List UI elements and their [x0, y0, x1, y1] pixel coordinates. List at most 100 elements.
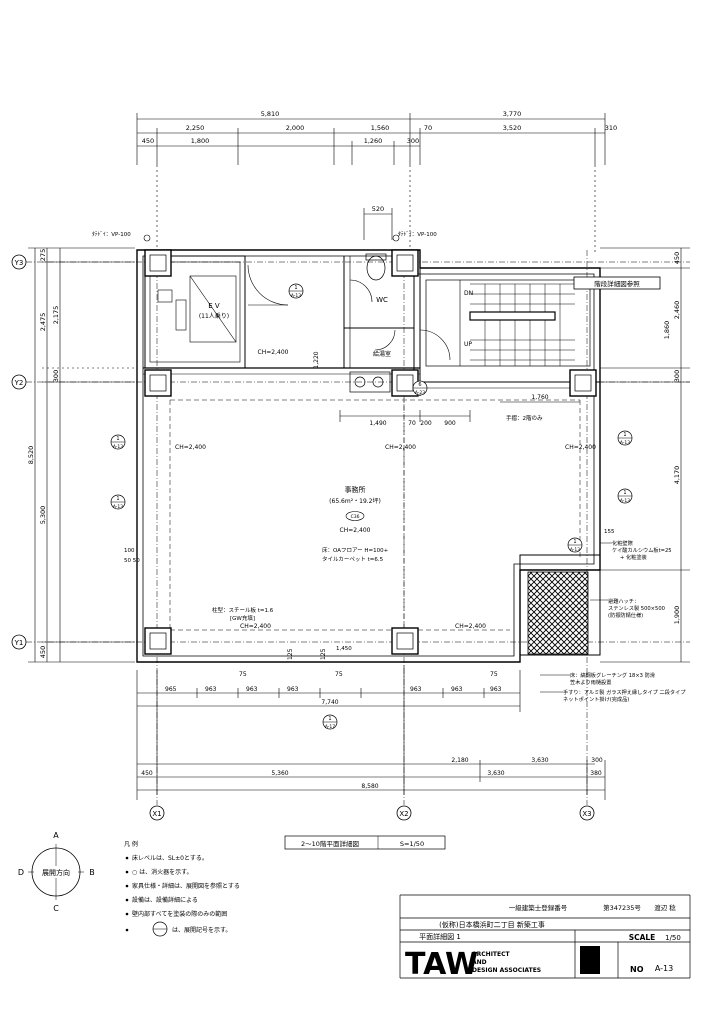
office-ch: CH=2,400	[340, 527, 371, 534]
logo-text: TAW	[405, 947, 478, 982]
dim-mid-3: 200	[420, 420, 432, 427]
right-note-2: ケイ酸カルシウム板t=25	[612, 546, 672, 554]
dim-left-c: 2,175	[52, 306, 60, 325]
dim-right-e: 4,170	[673, 466, 681, 485]
dim-left-f: 450	[39, 646, 47, 658]
wc-label: WC	[376, 296, 388, 304]
right-note-5: ステンレス製 500×500	[608, 604, 665, 612]
section-marker-1: 1 A-13	[288, 283, 304, 299]
door-swings	[247, 264, 451, 361]
dim-520: 520	[372, 205, 384, 213]
pipe-label-1: ﾀﾃﾄﾞｲ：VP-100	[92, 231, 131, 238]
grid-col-lines	[156, 250, 588, 805]
dim-top-2: 3,770	[503, 110, 522, 118]
ch-ev-hall: CH=2,400	[258, 349, 289, 356]
right-dimensions	[600, 247, 690, 663]
dim-1220: 1,220	[313, 351, 320, 368]
bottom-note-2: 笠木より雨樋設置	[570, 678, 611, 686]
title-block	[399, 894, 691, 979]
right-note-4: 避難ハッチ：	[608, 597, 639, 605]
dim-left-total: 8,520	[27, 446, 35, 465]
dim-top2-6: 310	[605, 124, 617, 132]
grid-x1: X1	[152, 810, 161, 818]
office-tag: C36	[351, 514, 360, 520]
dim-top3-4: 300	[407, 137, 419, 145]
dim-left-a: 2,475	[39, 313, 47, 332]
dim-1760: 1,760	[531, 394, 548, 401]
floor-finish-1: 床：OAフロアー H=100+	[322, 546, 389, 554]
firm-line-3: DESIGN ASSOCIATES	[472, 967, 541, 974]
dim-75-a: 75	[239, 671, 247, 678]
drawing-number: A-13	[655, 964, 673, 973]
ch-label-5: CH=2,400	[455, 623, 486, 630]
grid-y2: Y2	[14, 379, 24, 387]
drawing-name: 平面詳細図 1	[419, 932, 461, 941]
svg-text:A-13: A-13	[113, 504, 123, 510]
dim-top3-3: 1,260	[364, 137, 383, 145]
dim-left-e: 275	[39, 249, 47, 261]
dim-right-b: 2,460	[673, 301, 681, 320]
compass: A B C D 展開方向	[18, 831, 95, 913]
legend-item-5: 壁内部すべてを塗装の際のみの範囲	[132, 910, 227, 918]
bottom-dimensions	[136, 665, 606, 800]
compass-d: D	[18, 868, 24, 877]
dim-top2-3: 1,560	[371, 124, 390, 132]
top-dimensions	[136, 113, 606, 255]
legend-item-4: 設備は、設備詳細による	[132, 896, 198, 904]
bottom-note-4: ネットポイント掛け(完成品)	[563, 695, 629, 703]
stair-note-box	[573, 276, 661, 290]
mid-dimensions	[339, 401, 580, 422]
dim-right-c: 1,860	[663, 321, 671, 340]
seg-1: 965	[165, 686, 177, 693]
dim-top-1: 5,810	[261, 110, 280, 118]
svg-text:1: 1	[116, 496, 119, 502]
section-marker-right-1: 1 A-13	[617, 430, 633, 446]
dim-top3-2: 1,800	[191, 137, 210, 145]
no-label: NO	[630, 965, 644, 974]
right-note-1: 化粧壁際	[612, 539, 634, 547]
dim-right-a: 450	[673, 252, 681, 264]
svg-text:1: 1	[623, 432, 626, 438]
dim-100: 100	[124, 548, 135, 554]
architect-reg: 一級建築士登録番号	[509, 903, 568, 912]
svg-text:1: 1	[294, 285, 297, 291]
stair-note: 階段詳細図参照	[594, 279, 640, 288]
svg-text:A-13: A-13	[570, 547, 580, 553]
section-marker-bottom: 1 A-17	[322, 714, 338, 730]
dim-8580: 8,580	[361, 783, 378, 790]
dim-mid-4: 900	[444, 420, 456, 427]
compass-c: C	[53, 904, 59, 913]
column-note-2: [GW充填]	[230, 614, 255, 622]
section-marker-right-3: 1 A-13	[567, 537, 583, 553]
dim-2180: 2,180	[451, 757, 468, 764]
dim-top2-4: 70	[424, 124, 432, 132]
firm-line-2: AND	[472, 959, 487, 966]
dim-5360: 5,360	[271, 770, 288, 777]
dim-125-a: 125	[287, 648, 294, 660]
compass-b: B	[89, 868, 95, 877]
handrail-note: 手摺：2階のみ	[506, 414, 543, 422]
section-marker-left-2: 1 A-13	[110, 494, 126, 510]
svg-text:1: 1	[623, 490, 626, 496]
section-marker-2: 6 A-23	[412, 380, 428, 396]
leader-lines	[540, 542, 612, 693]
dim-7740: 7,740	[321, 699, 338, 706]
svg-text:A-13: A-13	[620, 498, 630, 504]
storage-label: 給湯室	[373, 350, 391, 358]
legend-item-3: 家具仕様・詳細は、展開図を参照とする	[132, 882, 240, 890]
pipe-marker-2	[392, 234, 400, 242]
building-walls	[136, 249, 601, 663]
grid-x2: X2	[399, 810, 408, 818]
seg-2: 963	[205, 686, 217, 693]
right-note-3: + 化粧塗装	[620, 553, 647, 561]
svg-text:A-23: A-23	[415, 390, 425, 396]
seg-6: 963	[451, 686, 463, 693]
firm-logo: TAW ARCHITECT AND DESIGN ASSOCIATES	[405, 946, 600, 982]
dim-5050: 50 50	[124, 558, 140, 564]
dim-125-b: 125	[320, 648, 327, 660]
dim-520-line	[363, 208, 393, 240]
office-area: (65.6m²・19.2坪)	[329, 497, 381, 505]
dim-3630-a: 3,630	[531, 757, 548, 764]
bottom-note-1: 床：縞鋼板グレーチング 18×3 防滑	[570, 671, 655, 679]
